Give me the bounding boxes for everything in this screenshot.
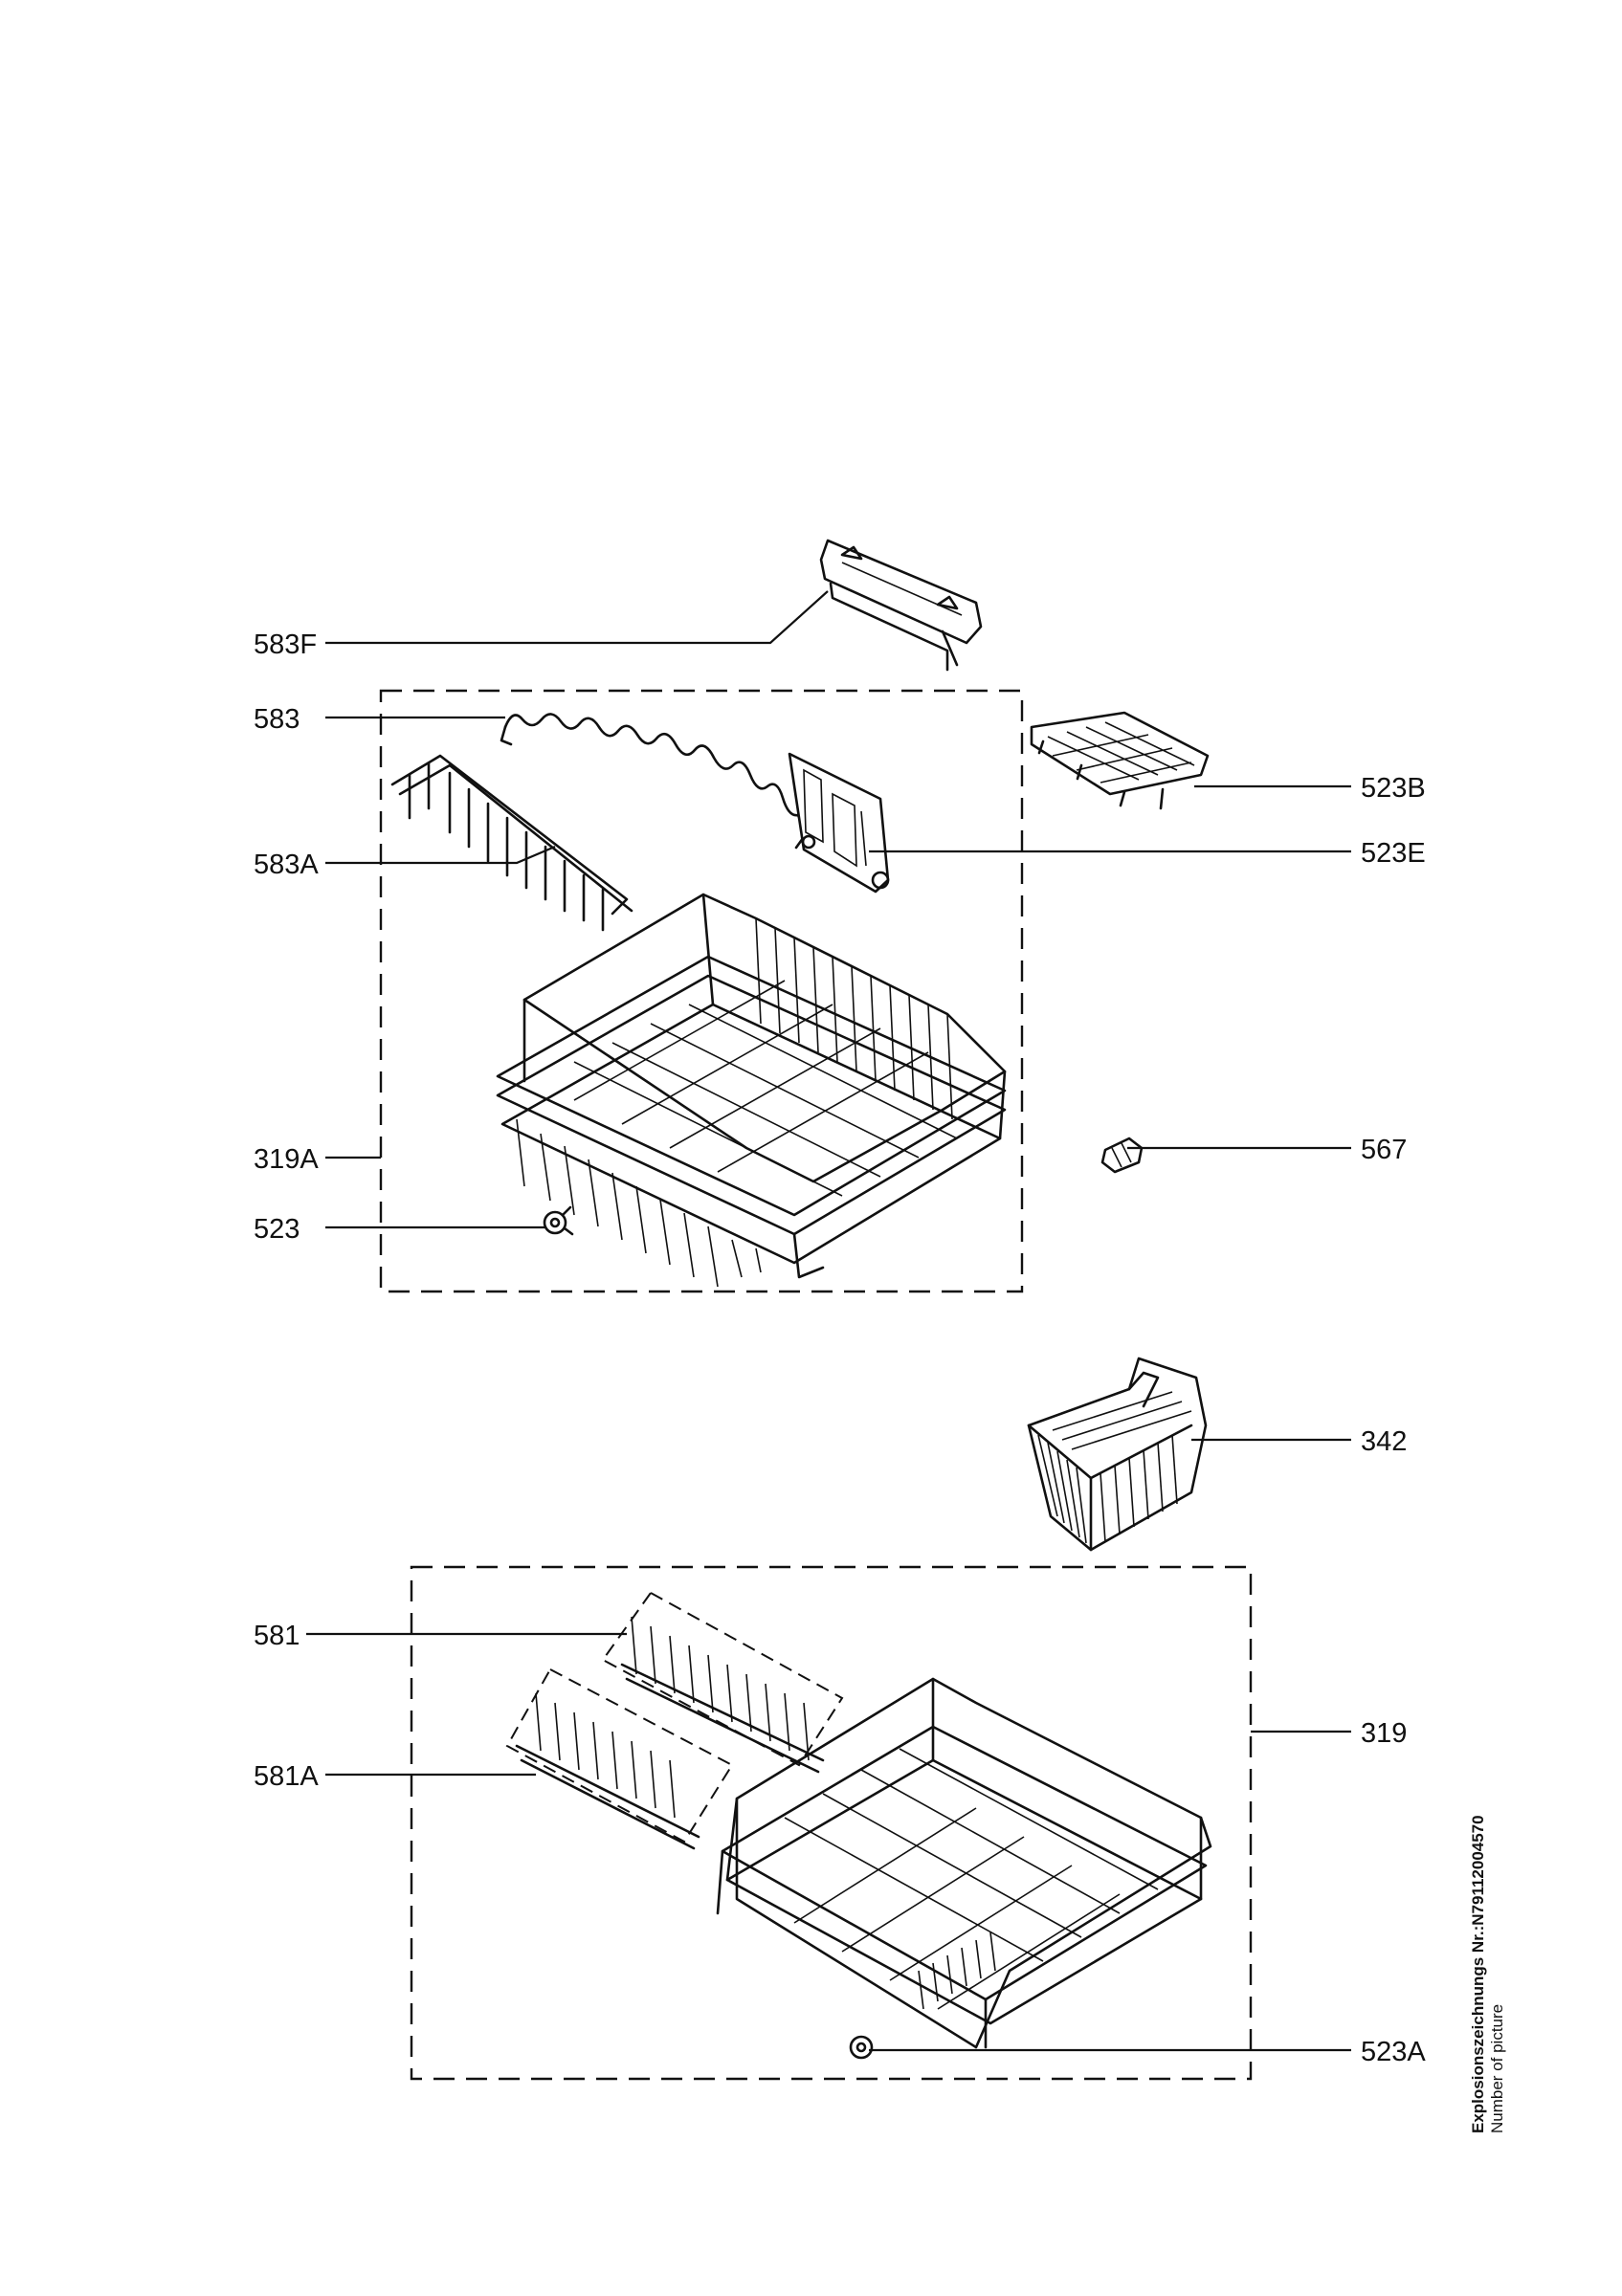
- callout-583: 583: [254, 704, 300, 735]
- part-583F-handle: [819, 539, 983, 672]
- part-583-wavy-wire: [500, 713, 808, 850]
- part-581-tine-insert: [601, 1591, 844, 1774]
- callout-581A: 581A: [254, 1761, 319, 1792]
- leader-lines: [306, 590, 1351, 2052]
- callout-523E: 523E: [1361, 838, 1426, 869]
- part-319-lower-basket: [716, 1677, 1212, 2049]
- callout-581: 581: [254, 1621, 300, 1651]
- callout-342: 342: [1361, 1426, 1407, 1457]
- picture-caption: Number of picture: [1488, 2003, 1506, 2133]
- part-583A-tine-rack: [390, 754, 633, 932]
- callout-523A: 523A: [1361, 2037, 1426, 2067]
- part-523B-cutlery-shelf: [1030, 711, 1210, 810]
- drawing-number-note: Explosionszeichnungs Nr.:N7911200457​0 N…: [1469, 1751, 1545, 2133]
- drawing-number: Explosionszeichnungs Nr.:N7911200457​0: [1469, 1815, 1487, 2133]
- callout-583F: 583F: [254, 629, 317, 660]
- part-567-clip: [1100, 1137, 1144, 1174]
- upper-basket-group-box: [379, 689, 1024, 1293]
- part-523-wheel: [543, 1205, 574, 1236]
- part-342-cutlery-basket: [1027, 1357, 1208, 1552]
- part-523E-insert: [788, 752, 890, 894]
- callout-523B: 523B: [1361, 773, 1426, 804]
- part-581A-tine-insert: [505, 1667, 734, 1850]
- callout-319: 319: [1361, 1718, 1407, 1749]
- part-319A-upper-basket: [496, 893, 1007, 1288]
- part-523A-wheel: [849, 2035, 874, 2060]
- callout-523: 523: [254, 1214, 300, 1245]
- callout-583A: 583A: [254, 850, 319, 880]
- callout-567: 567: [1361, 1135, 1407, 1165]
- lower-basket-group-box: [410, 1565, 1253, 2081]
- callout-319A: 319A: [254, 1144, 319, 1175]
